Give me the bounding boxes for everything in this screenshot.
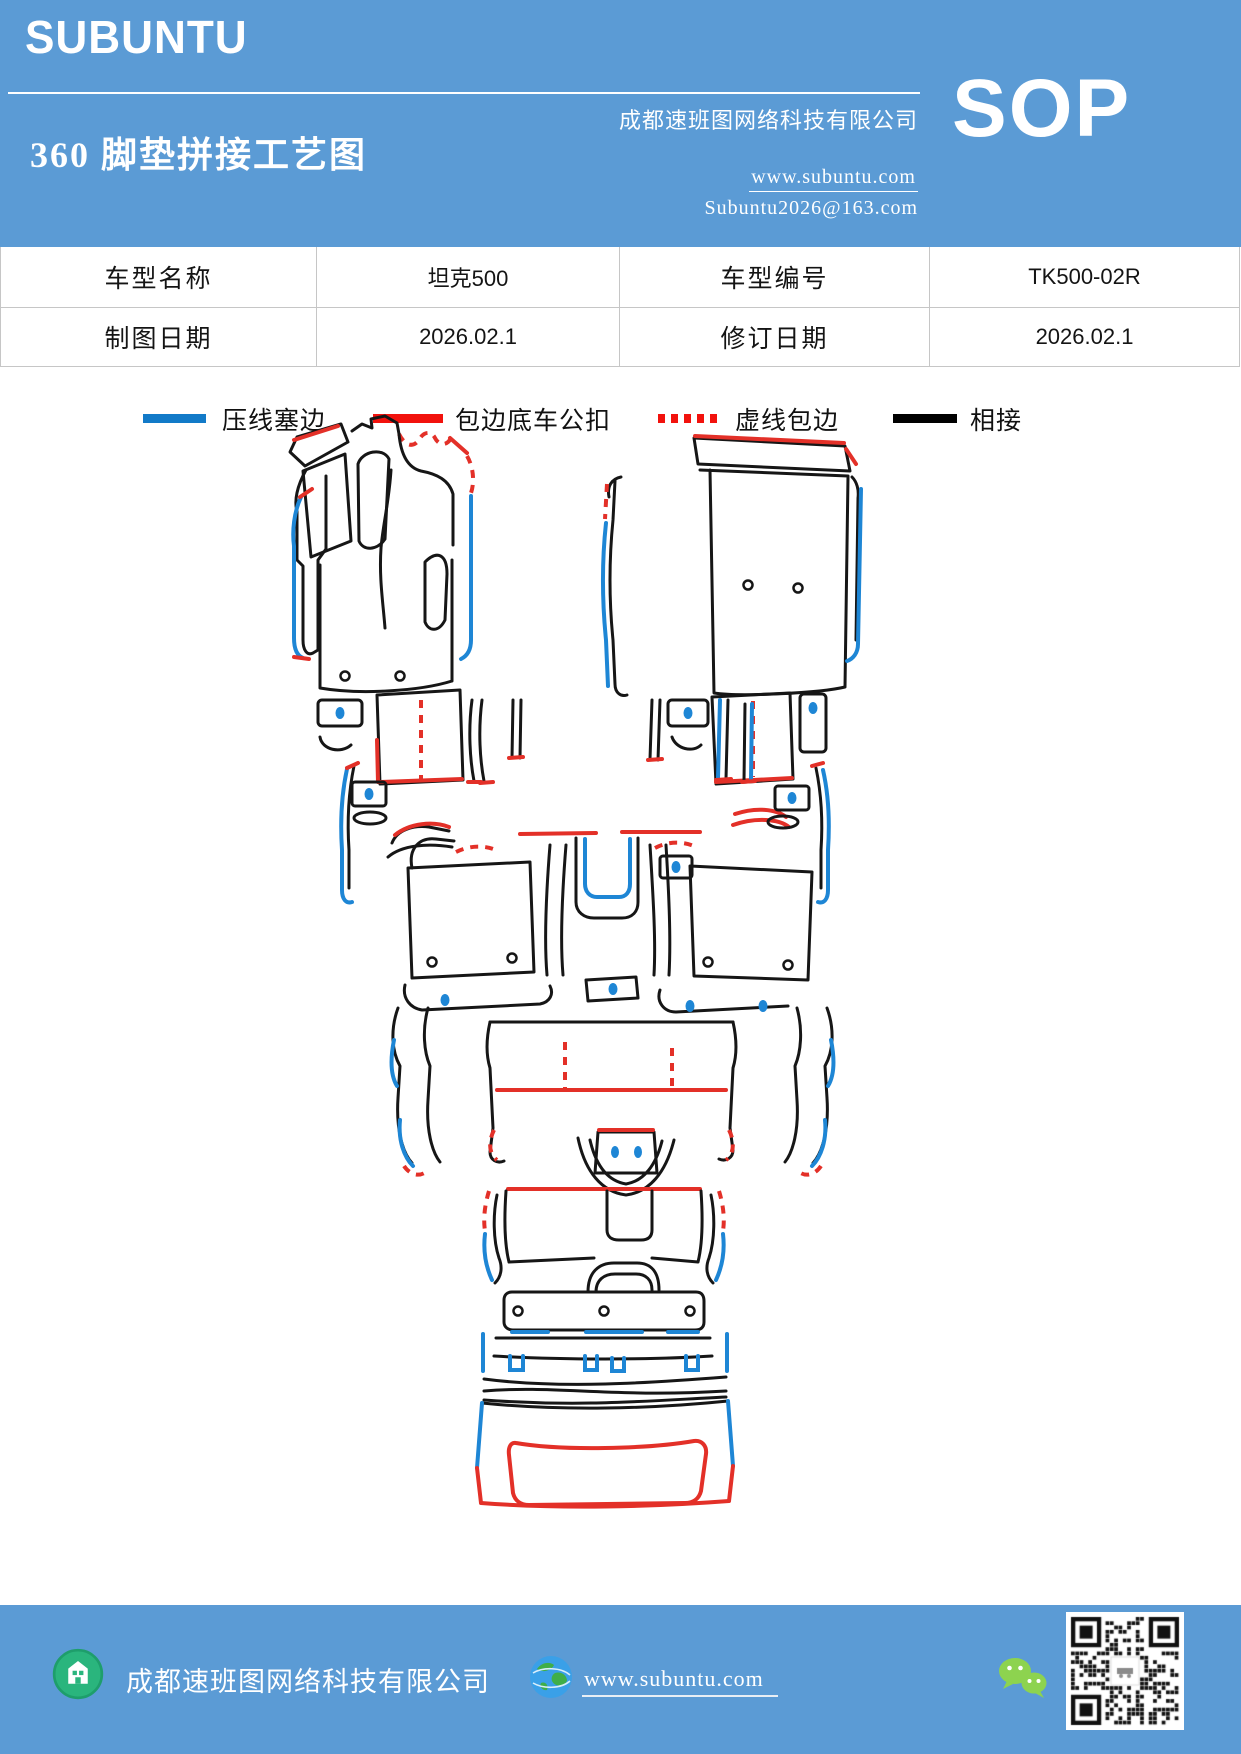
footer-website-link[interactable]: www.subuntu.com [582,1666,778,1697]
sop-mark: SOP [952,63,1132,154]
revise-date-label: 修订日期 [620,308,930,367]
vehicle-info-table: 车型名称 坦克500 车型编号 TK500-02R 制图日期 2026.02.1… [0,247,1240,367]
page-title: 360 脚垫拼接工艺图 [30,135,368,175]
qr-code-frame [1066,1612,1184,1730]
model-name-value: 坦克500 [317,247,620,308]
model-code-label: 车型编号 [620,247,930,308]
front-left-mat-diagram [288,414,525,786]
front-right-mat-diagram [601,434,863,786]
legend-swatch-dashed-edge [658,414,722,423]
header-divider [8,92,920,94]
legend-label-press-line: 压线塞边 [222,408,327,435]
revise-date-value: 2026.02.1 [930,308,1240,367]
model-code-value: TK500-02R [930,247,1240,308]
email-address: Subuntu2026@163.com [704,197,918,219]
wechat-icon [999,1658,1047,1698]
legend-label-dashed-edge: 虚线包边 [735,408,840,435]
brand-logo: SUBUNTU [25,11,248,63]
legend-label-edge-buckle: 包边底车公扣 [455,408,612,435]
trunk-mat-diagram [475,1128,735,1509]
draw-date-value: 2026.02.1 [317,308,620,367]
globe-icon [530,1656,572,1698]
qr-code [1066,1612,1184,1730]
legend-swatch-press-line [143,414,206,423]
company-name: 成都速班图网络科技有限公司 [618,108,918,133]
header-banner: SUBUNTU 360 脚垫拼接工艺图 成都速班图网络科技有限公司 www.su… [0,0,1241,247]
legend-swatch-edge-buckle [373,414,443,423]
draw-date-label: 制图日期 [1,308,317,367]
company-badge-icon [52,1648,104,1700]
model-name-label: 车型名称 [1,247,317,308]
footer-company-name: 成都速班图网络科技有限公司 [126,1667,490,1697]
legend-swatch-joint [893,414,957,423]
legend-label-joint: 相接 [970,408,1023,435]
website-link[interactable]: www.subuntu.com [749,166,918,192]
second-row-mat-diagram [339,761,836,1177]
